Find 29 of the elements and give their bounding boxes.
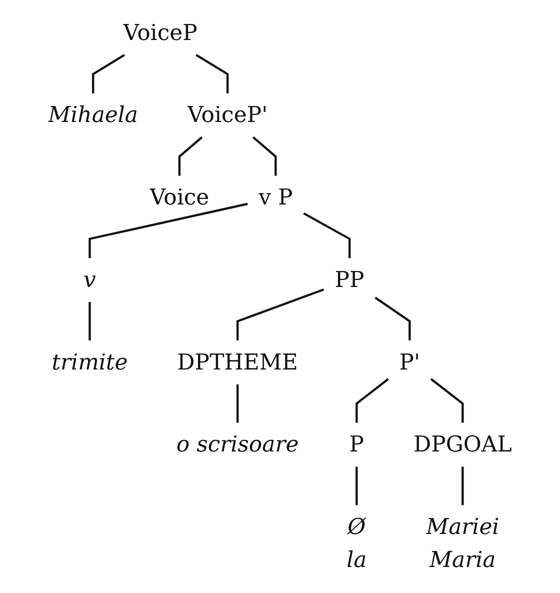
node-text: Ø la [346,513,367,572]
node-text: v [84,266,96,292]
node-text: DPTHEME [177,348,298,375]
node-text: P' [399,348,420,375]
connector [374,296,411,340]
connector [92,54,126,94]
connector [88,202,248,258]
node-text: Mariei Maria [426,513,500,572]
node-text: PP [334,266,364,292]
connector [356,466,358,506]
connector [430,378,464,423]
node-text: DPGOAL [413,431,512,458]
connector [88,302,91,340]
connector [236,384,239,423]
node-text: VoiceP [123,19,198,46]
node-text: VoiceP' [187,102,268,128]
node-text: Voice [150,184,210,210]
node-text: P [349,431,364,458]
connector [462,466,464,506]
connector [303,212,351,258]
connector [196,54,229,94]
node-text: Mihaela [48,102,138,128]
node-text: o scrisoare [176,431,299,458]
node-text: trimite [52,348,128,375]
connector [178,136,203,176]
node-text: v P [258,184,293,210]
connector [356,378,389,423]
connector [252,136,277,176]
connector [236,288,324,340]
